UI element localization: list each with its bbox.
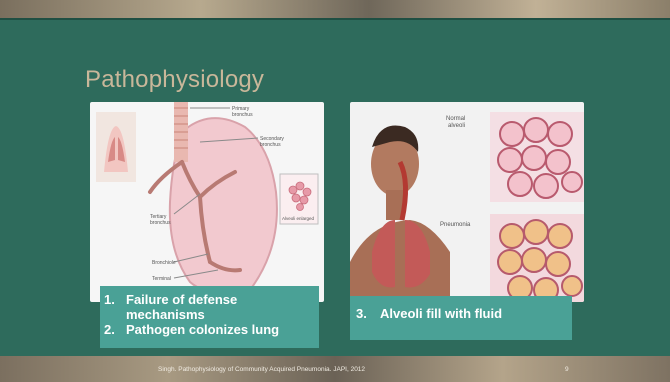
svg-text:Terminal: Terminal (152, 276, 171, 282)
list-text: Pathogen colonizes lung (126, 322, 279, 337)
bronchial-tree-illustration: Primary bronchus Secondary bronchus Tert… (90, 102, 324, 302)
list-item: 1. Failure of defense mechanisms (100, 292, 319, 322)
callout-right: 3. Alveoli fill with fluid (350, 296, 572, 340)
svg-text:bronchus: bronchus (150, 220, 171, 226)
svg-text:bronchus: bronchus (232, 112, 253, 118)
callout-left: 1. Failure of defense mechanisms 2. Path… (100, 286, 319, 348)
svg-text:alveoli: alveoli (448, 123, 465, 129)
pneumonia-illustration: Normal alveoli Pneumonia (350, 102, 584, 302)
list-text: Alveoli fill with fluid (380, 306, 502, 321)
list-item: 2. Pathogen colonizes lung (100, 322, 319, 337)
svg-text:Normal: Normal (446, 116, 465, 122)
callout-left-list: 1. Failure of defense mechanisms 2. Path… (100, 292, 319, 337)
list-text: Failure of defense mechanisms (126, 292, 319, 322)
list-number: 1. (104, 292, 126, 322)
list-item: 3. Alveoli fill with fluid (350, 296, 572, 321)
page-number: 9 (565, 366, 569, 373)
top-decorative-band (0, 0, 670, 18)
list-number: 2. (104, 322, 126, 337)
top-divider (0, 18, 670, 20)
list-number: 3. (356, 306, 380, 321)
svg-text:Alveoli enlarged: Alveoli enlarged (282, 216, 315, 221)
svg-text:Bronchiole: Bronchiole (152, 260, 176, 266)
svg-text:bronchus: bronchus (260, 142, 281, 148)
svg-text:Pneumonia: Pneumonia (440, 222, 471, 228)
slide-title: Pathophysiology (85, 66, 264, 94)
footer-citation: Singh. Pathophysiology of Community Acqu… (158, 366, 365, 373)
